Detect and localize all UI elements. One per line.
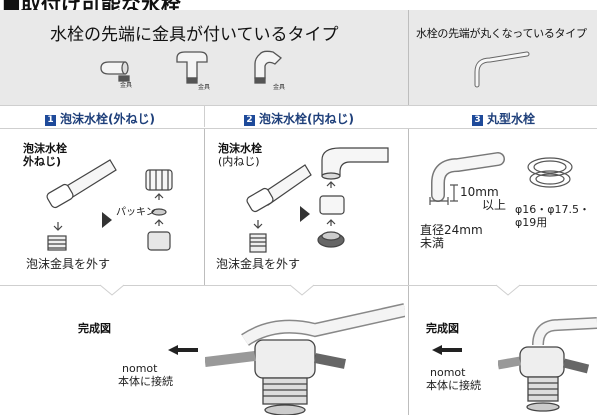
sec3-sizes-line2: φ19用 [515,216,548,229]
connect-arrow-right [432,345,462,355]
completion-illustration-left [205,303,405,415]
sec1-packing-label: パッキン [116,207,156,218]
sec1-diagram [46,159,173,251]
faucet-tip-icon-1 [100,61,130,82]
sec3-height-label: 10mm 以上 [460,186,506,212]
fitting-label-1: 金具 [120,82,133,89]
sec2-faucet-label-line1: 泡沫水栓 [218,142,262,155]
round-faucet-icon [474,51,530,88]
section-2-header: 2 泡沫水栓(内ねじ) [244,110,354,127]
sec3-diagram [429,152,573,205]
heading-metal-tip-type: 水栓の先端に金具が付いているタイプ [50,25,339,45]
section-1-number: 1 [45,115,56,126]
section-2-number: 2 [244,115,255,126]
faucet-tip-icon-2 [176,51,208,84]
completion-label-right: 完成図 [426,322,459,335]
sec2-arrow [300,206,310,222]
fitting-label-2: 金具 [198,84,211,91]
connect-label-left-line1: nomot [122,362,158,375]
sec3-height-line2: 以上 [482,198,507,212]
section-header-bar [0,105,597,129]
section-1-label: 泡沫水栓(外ねじ) [60,112,155,126]
connect-label-left: nomot 本体に接続 [118,362,173,388]
faucet-tip-icons [100,50,282,84]
sec3-diameter-line2: 未満 [420,236,445,250]
sec1-remove-label: 泡沫金具を外す [26,257,111,271]
section-2-label: 泡沫水栓(内ねじ) [259,112,354,126]
sec1-faucet-label: 泡沫水栓 外ねじ) [23,142,67,168]
faucet-tip-icon-3 [254,50,282,84]
section-3-header: 3 丸型水栓 [472,110,535,127]
heading-round-tip-type: 水栓の先端が丸くなっているタイプ [416,27,587,40]
column-separator-middle [204,105,205,285]
connect-label-right-line1: nomot [430,366,466,379]
section-1-header: 1 泡沫水栓(外ねじ) [45,110,155,127]
sec2-remove-label: 泡沫金具を外す [216,257,301,271]
sec3-sizes-label: φ16・φ17.5・ φ19用 [515,203,590,229]
sec1-arrow [102,212,112,228]
connect-arrow-left [168,345,198,355]
completion-label-left: 完成図 [78,322,111,335]
sec3-sizes-line1: φ16・φ17.5・ [515,203,591,216]
section-3-label: 丸型水栓 [487,112,536,126]
sec2-faucet-label: 泡沫水栓 (内ねじ) [218,142,262,168]
fitting-label-3: 金具 [273,84,286,91]
divider-notches [99,284,521,296]
completion-illustration-right [498,317,597,412]
section-header-divider [204,105,205,127]
sec1-faucet-label-line1: 泡沫水栓 [23,142,67,155]
sec3-diameter-line1: 直径24mm [420,223,483,237]
sec3-diameter-label: 直径24mm 未満 [420,224,483,250]
connect-label-right: nomot 本体に接続 [426,366,481,392]
connect-label-right-line2: 本体に接続 [426,379,481,392]
column-separator-right [408,10,409,415]
sec1-faucet-label-line2: 外ねじ) [23,155,62,168]
sec2-diagram [246,147,389,253]
sec3-height-line1: 10mm [460,185,499,199]
section-3-number: 3 [472,115,483,126]
sec2-faucet-label-line2: (内ねじ) [218,155,260,168]
connect-label-left-line2: 本体に接続 [118,375,173,388]
